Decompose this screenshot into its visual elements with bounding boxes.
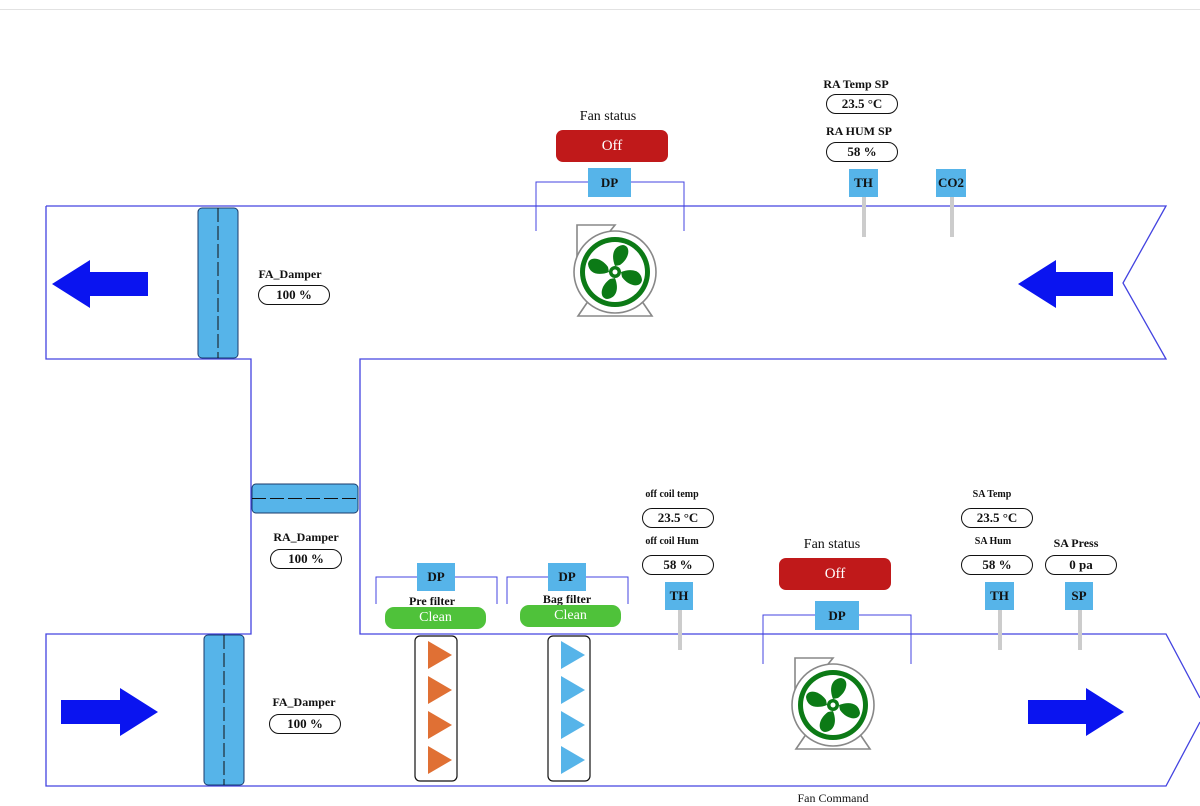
off-coil-temp-label: off coil temp — [645, 489, 699, 500]
top-damper-value[interactable]: 100 % — [258, 285, 330, 305]
prefilter-label: Pre filter — [408, 594, 456, 608]
fan-command-label: Fan Command — [797, 791, 869, 805]
return-fan-status-button[interactable]: Off — [556, 130, 668, 162]
ra-hum-sp-value[interactable]: 58 % — [826, 142, 898, 162]
top-damper-label: FA_Damper — [258, 267, 322, 281]
pre-filter-element[interactable] — [414, 635, 458, 782]
supply-duct — [45, 206, 1200, 787]
ra-temp-sp-label: RA Temp SP — [823, 77, 889, 91]
arrow-left-icon — [52, 260, 148, 308]
return-fan-status-label: Fan status — [579, 109, 637, 124]
bottom-damper-value[interactable]: 100 % — [269, 714, 341, 734]
co2-tag[interactable]: CO2 — [936, 169, 966, 197]
sa-temp-value[interactable]: 23.5 °C — [961, 508, 1033, 528]
off-coil-hum-value[interactable]: 58 % — [642, 555, 714, 575]
prefilter-dp-tag[interactable]: DP — [417, 563, 455, 591]
sa-press-value[interactable]: 0 pa — [1045, 555, 1117, 575]
arrow-right-icon — [61, 688, 158, 736]
sa-hum-label: SA Hum — [974, 536, 1012, 547]
off-coil-th-tag[interactable]: TH — [665, 582, 693, 610]
sa-hum-value[interactable]: 58 % — [961, 555, 1033, 575]
ra-damper-label: RA_Damper — [273, 530, 339, 544]
sa-th-tag[interactable]: TH — [985, 582, 1014, 610]
prefilter-status[interactable]: Clean — [385, 607, 486, 629]
off-coil-temp-value[interactable]: 23.5 °C — [642, 508, 714, 528]
duct-outline — [45, 205, 1200, 787]
arrow-right-icon — [1028, 688, 1124, 736]
bagfilter-label: Bag filter — [542, 592, 592, 606]
sa-temp-label: SA Temp — [972, 489, 1012, 500]
damper-ra-mixing[interactable] — [251, 483, 359, 514]
ra-hum-sp-label: RA HUM SP — [826, 124, 892, 138]
return-duct — [46, 205, 1200, 699]
ra-damper-value[interactable]: 100 % — [270, 549, 342, 569]
damper-top-left[interactable] — [197, 207, 239, 359]
top-border — [0, 0, 1200, 10]
ra-temp-sp-value[interactable]: 23.5 °C — [826, 94, 898, 114]
bag-filter-element[interactable] — [547, 635, 591, 782]
fan-icon[interactable] — [791, 657, 875, 750]
arrow-left-icon — [1018, 260, 1113, 308]
damper-bottom-left[interactable] — [203, 634, 245, 786]
fan-icon[interactable] — [573, 224, 657, 317]
supply-fan-dp-tag[interactable]: DP — [815, 601, 859, 630]
bagfilter-dp-tag[interactable]: DP — [548, 563, 586, 591]
return-th-tag[interactable]: TH — [849, 169, 878, 197]
sp-tag[interactable]: SP — [1065, 582, 1093, 610]
sa-press-label: SA Press — [1053, 536, 1099, 550]
off-coil-hum-label: off coil Hum — [645, 536, 699, 547]
return-fan-dp-tag[interactable]: DP — [588, 168, 631, 197]
supply-fan-status-label: Fan status — [803, 537, 861, 552]
supply-fan-status-button[interactable]: Off — [779, 558, 891, 590]
bagfilter-status[interactable]: Clean — [520, 605, 621, 627]
bottom-damper-label: FA_Damper — [272, 695, 336, 709]
